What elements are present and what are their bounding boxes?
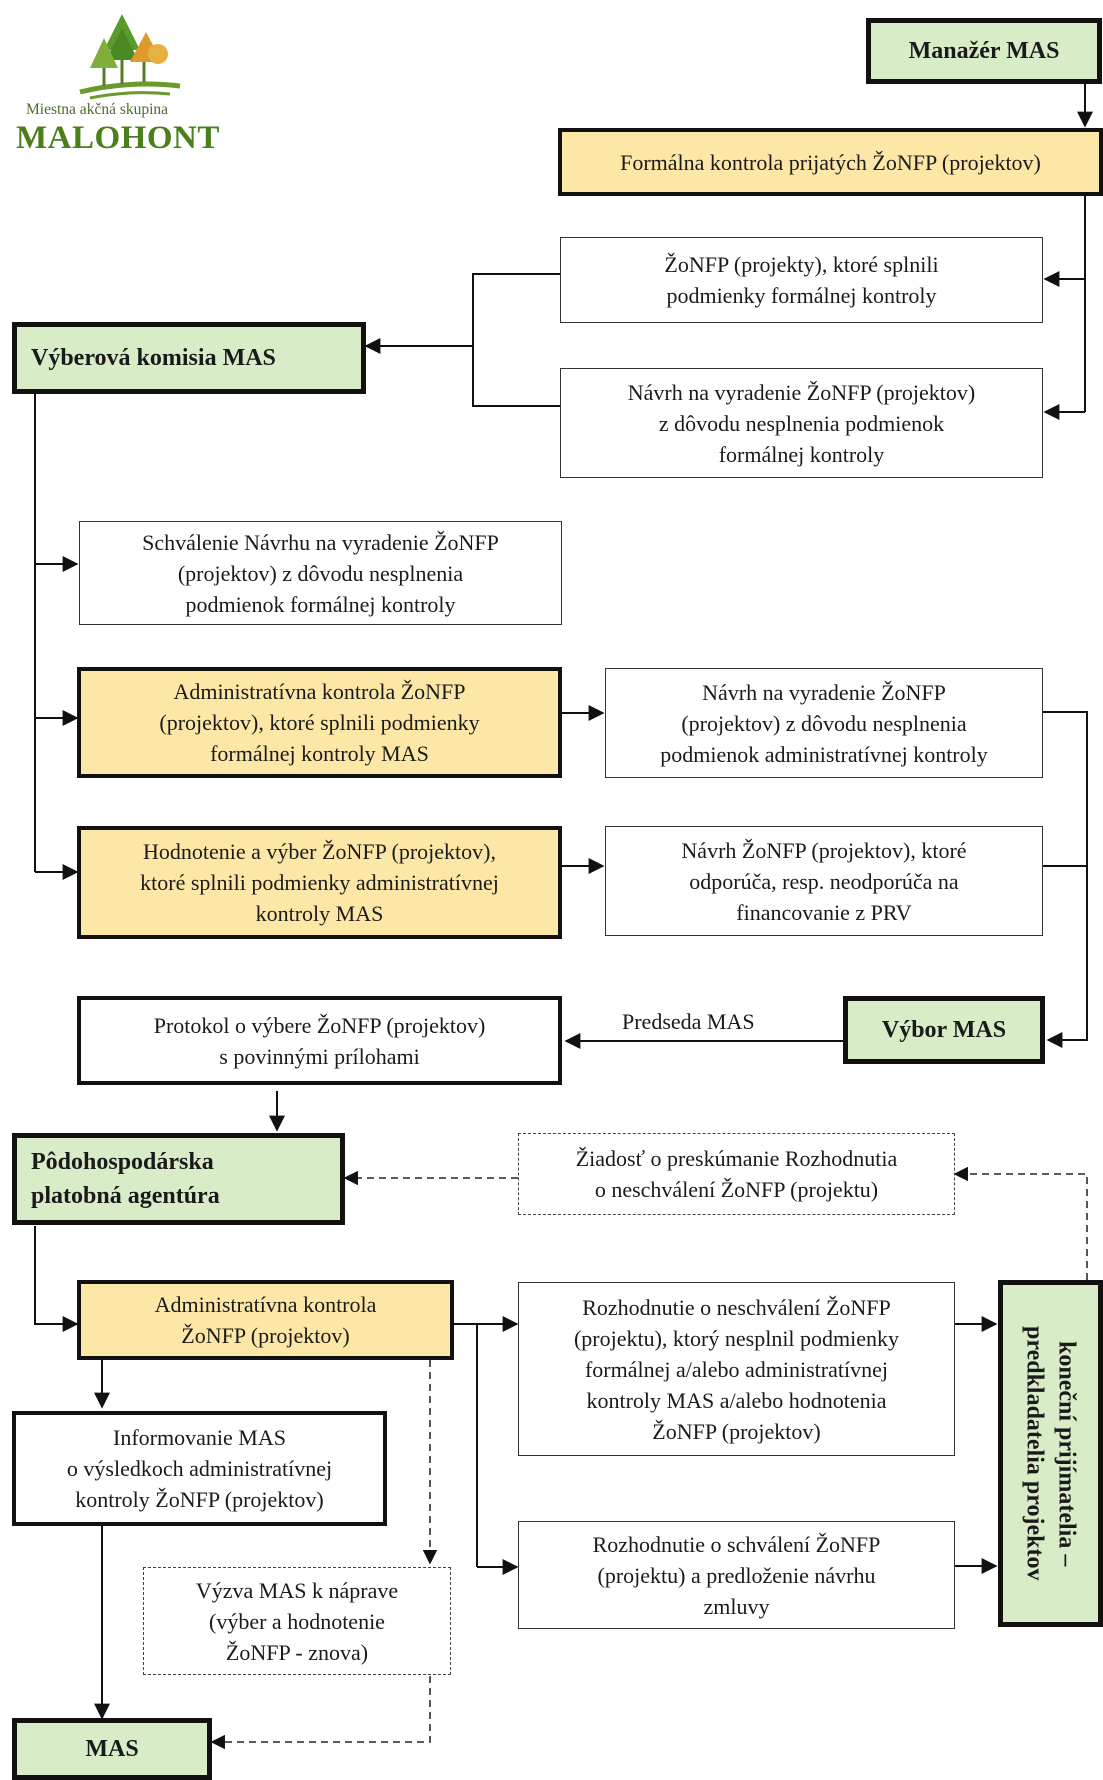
edge-label-predseda: Predseda MAS bbox=[620, 1008, 757, 1036]
node-rozhodnutie-neschvalenie: Rozhodnutie o neschválení ŽoNFP (projekt… bbox=[518, 1282, 955, 1456]
node-protokol: Protokol o výbere ŽoNFP (projektov) s po… bbox=[77, 996, 562, 1085]
edge-prijimatelia-to-ziadost bbox=[953, 1166, 1088, 1280]
logo-name: MALOHONT bbox=[16, 120, 220, 156]
tree-logo-icon bbox=[79, 14, 181, 100]
node-formalna-kontrola: Formálna kontrola prijatých ŽoNFP (proje… bbox=[558, 128, 1103, 196]
node-navrh-odporuca: Návrh ŽoNFP (projektov), ktoré odporúča,… bbox=[605, 826, 1043, 936]
node-manazer: Manažér MAS bbox=[866, 18, 1102, 84]
node-navrh-vyradenie-admin: Návrh na vyradenie ŽoNFP (projektov) z d… bbox=[605, 668, 1043, 778]
node-podohospodarska: Pôdohospodárska platobná agentúra bbox=[12, 1133, 345, 1225]
node-splnili-formalnu: ŽoNFP (projekty), ktoré splnili podmienk… bbox=[560, 237, 1043, 323]
edge-admin-to-rozh-trunk bbox=[454, 1323, 478, 1567]
node-vybor: Výbor MAS bbox=[843, 996, 1045, 1064]
node-admin-kontrola-mas: Administratívna kontrola ŽoNFP (projekto… bbox=[77, 667, 562, 778]
node-rozhodnutie-schvalenie: Rozhodnutie o schválení ŽoNFP (projektu)… bbox=[518, 1521, 955, 1629]
edge-right-bracket bbox=[1043, 711, 1088, 1048]
node-hodnotenie-vyber: Hodnotenie a výber ŽoNFP (projektov), kt… bbox=[77, 826, 562, 939]
node-vyberova-komisia: Výberová komisia MAS bbox=[12, 322, 366, 394]
node-schvalenie-navrhu: Schválenie Návrhu na vyradenie ŽoNFP (pr… bbox=[79, 521, 562, 625]
node-mas: MAS bbox=[12, 1718, 212, 1780]
edge-ppa-to-admin bbox=[34, 1226, 79, 1332]
node-navrh-vyradenie-formalna: Návrh na vyradenie ŽoNFP (projektov) z d… bbox=[560, 368, 1043, 478]
node-admin-kontrola-ppa: Administratívna kontrola ŽoNFP (projekto… bbox=[77, 1280, 454, 1360]
logo-subtitle: Miestna akčná skupina bbox=[26, 101, 169, 118]
node-prijimatelia: koneční prijímatelia – predkladatelia pr… bbox=[998, 1280, 1103, 1627]
node-ziadost-preskumanie: Žiadosť o preskúmanie Rozhodnutia o nesc… bbox=[518, 1133, 955, 1215]
malohont-logo: Miestna akčná skupina MALOHONT bbox=[8, 10, 238, 160]
node-informovanie: Informovanie MAS o výsledkoch administra… bbox=[12, 1411, 387, 1526]
edge-results-bracket bbox=[472, 273, 560, 407]
edge-vyzva-to-mas bbox=[210, 1676, 431, 1750]
node-vyzva-naprave: Výzva MAS k náprave (výber a hodnotenie … bbox=[143, 1567, 451, 1675]
